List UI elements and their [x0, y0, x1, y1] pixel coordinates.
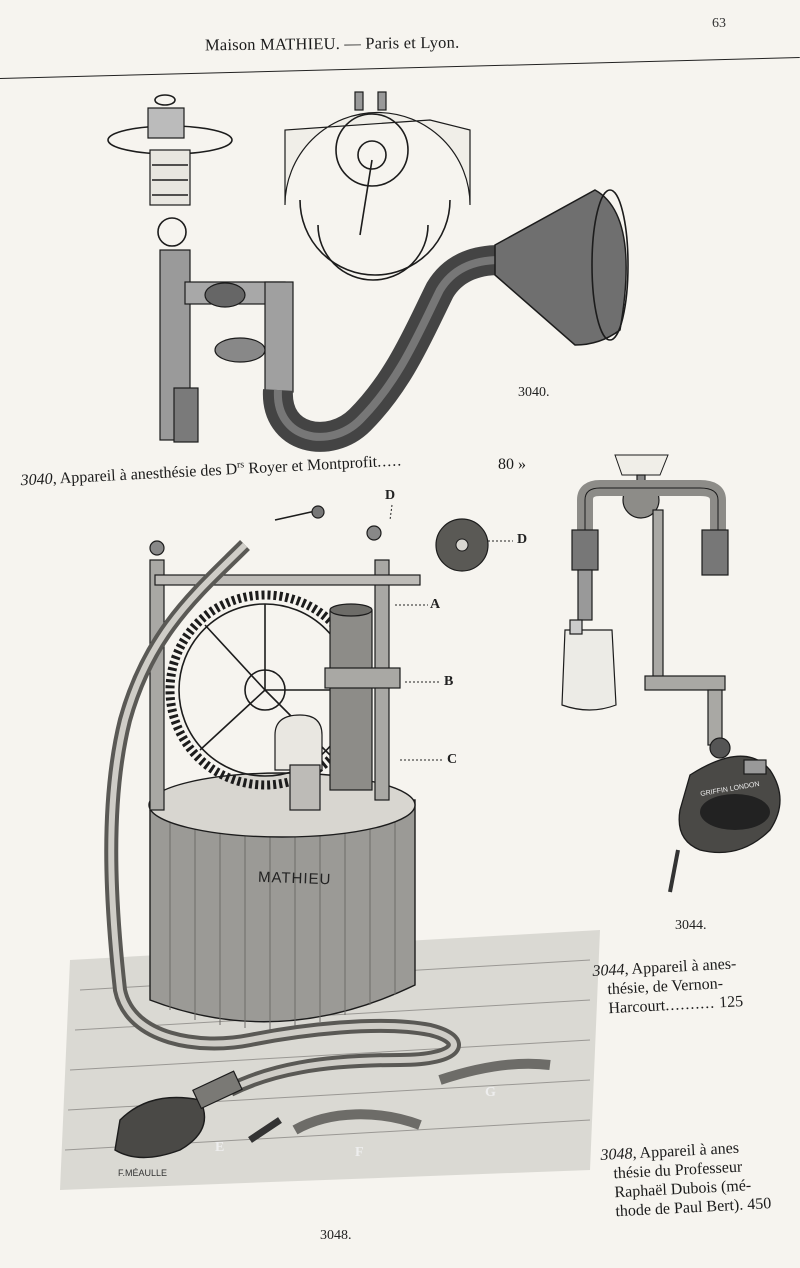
caption-3044-leader: ..........: [664, 994, 716, 1015]
caption-3048: 3048, Appareil à anes thésie du Professe…: [600, 1137, 772, 1222]
letter-c: C: [447, 752, 458, 767]
figure-3048-label: 3048.: [320, 1228, 352, 1243]
letter-b: B: [444, 674, 454, 689]
letter-d-top: D: [385, 488, 396, 503]
page-number: 63: [712, 16, 726, 31]
caption-3044: 3044, Appareil à anes- thésie, de Vernon…: [592, 954, 744, 1019]
price-3040: 80 »: [498, 456, 526, 473]
caption-3044-number: 3044: [592, 961, 625, 980]
letter-d-disc: D: [517, 532, 528, 547]
price-3044: 125: [718, 993, 744, 1012]
letter-g: G: [485, 1085, 496, 1100]
caption-3048-number: 3048: [600, 1145, 633, 1164]
caption-3044-line3-text: Harcourt: [608, 997, 666, 1018]
price-3048: 450: [746, 1195, 772, 1214]
figure-3040-label: 3040.: [518, 385, 550, 400]
letter-e: E: [215, 1140, 225, 1155]
figure-3044-label: 3044.: [675, 918, 707, 933]
engraver-signature: F.MÉAULLE: [118, 1168, 168, 1178]
letter-a: A: [430, 597, 441, 612]
letter-f: F: [355, 1145, 364, 1160]
